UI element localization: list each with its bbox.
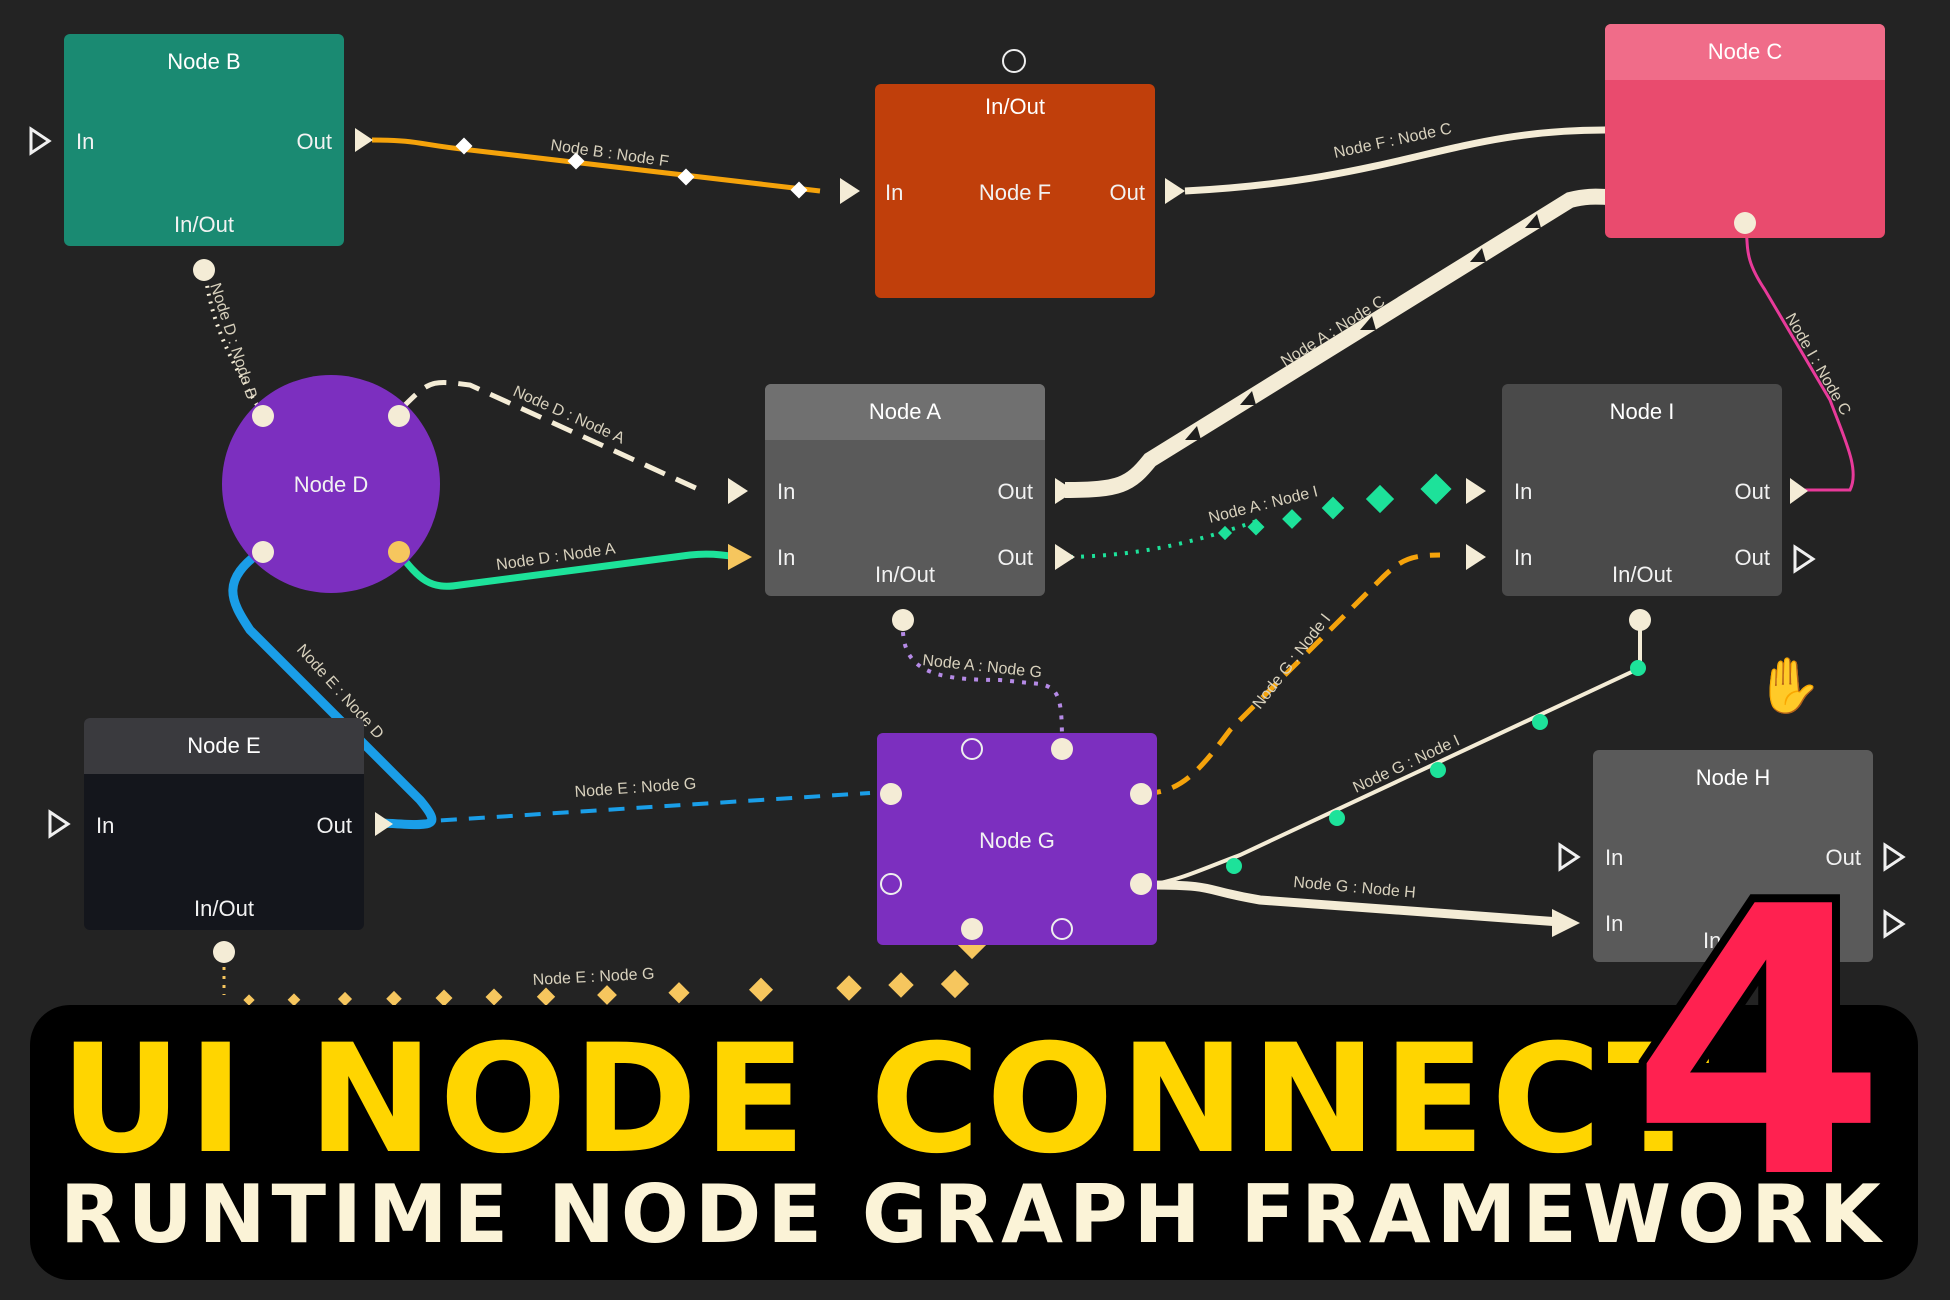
- wire-node-d-node-a-dashed[interactable]: [398, 380, 702, 493]
- node-inout-header: In/Out: [985, 94, 1045, 119]
- port-slot[interactable]: [961, 918, 983, 940]
- inout-label: In/Out: [1612, 562, 1672, 587]
- output-label: Out: [997, 479, 1033, 504]
- wire-diamonds: [455, 137, 808, 199]
- node-b[interactable]: Node B In Out In/Out: [64, 34, 344, 246]
- wire-label: Node A : Node G: [922, 652, 1043, 681]
- inout-label: In/Out: [194, 896, 254, 921]
- output-label: Out: [1109, 180, 1145, 205]
- port-slot[interactable]: [880, 783, 902, 805]
- node-title: Node D: [293, 472, 369, 497]
- port-fills-gold: [728, 544, 752, 570]
- wire-label: Node E : Node G: [532, 966, 655, 989]
- input-label: In: [777, 545, 796, 570]
- port-slot[interactable]: [388, 541, 410, 563]
- wire-diamonds: [1217, 473, 1452, 541]
- port-slot[interactable]: [1051, 738, 1073, 760]
- wire-node-e-node-d[interactable]: [228, 546, 437, 830]
- input-label: In: [1605, 845, 1624, 870]
- wire-label: Node A : Node I: [1207, 483, 1320, 527]
- port-slot[interactable]: [252, 405, 274, 427]
- node-h[interactable]: Node H In Out In In/Out: [1593, 750, 1873, 962]
- wire-node-a-node-i[interactable]: [1069, 518, 1261, 559]
- wire-dots: [1226, 660, 1646, 874]
- node-title: Node H: [1695, 765, 1771, 790]
- inout-label: In/Out: [875, 562, 935, 587]
- wire-node-d-node-b[interactable]: [203, 269, 262, 412]
- port-slot[interactable]: [1130, 873, 1152, 895]
- node-title: Node C: [1605, 24, 1885, 80]
- node-title: Node G: [979, 828, 1055, 853]
- input-label: In: [777, 479, 796, 504]
- wire-label: Node D : Node B: [206, 281, 260, 401]
- node-a[interactable]: Node A In Out In Out In/Out: [765, 384, 1045, 596]
- output-label: Out: [1825, 845, 1861, 870]
- node-c[interactable]: Node C: [1605, 24, 1885, 238]
- port-slot[interactable]: [961, 738, 983, 760]
- wire-node-i-node-c[interactable]: [1744, 224, 1855, 492]
- title-banner: [30, 1005, 1918, 1280]
- wire-node-a-node-g[interactable]: [900, 619, 1064, 746]
- output-label: Out: [316, 813, 352, 838]
- port-slot[interactable]: [880, 873, 902, 895]
- input-label: In: [96, 813, 115, 838]
- wire-node-a-node-c[interactable]: [1064, 188, 1611, 498]
- inout-label: In/Out: [174, 212, 234, 237]
- node-title: Node B: [167, 49, 241, 74]
- banner-subtitle: RUNTIME NODE GRAPH FRAMEWORK: [60, 1168, 1887, 1261]
- input-label: In: [1514, 545, 1533, 570]
- wire-node-d-node-a-solid[interactable]: [395, 549, 736, 590]
- port-slot[interactable]: [388, 405, 410, 427]
- output-label: Out: [1734, 479, 1770, 504]
- hand-cursor-icon: ✋: [1755, 656, 1823, 716]
- wire-direction-marks: [1185, 214, 1541, 440]
- input-label: In: [1605, 911, 1624, 936]
- wire-label: Node G : Node I: [1250, 611, 1335, 713]
- wire-label: Node D : Node A: [510, 383, 627, 448]
- output-label: Out: [997, 545, 1033, 570]
- version-number: 4: [1622, 830, 1895, 1260]
- output-label: Out: [296, 129, 332, 154]
- wire-label: Node I : Node C: [1782, 311, 1854, 419]
- inout-ports: [193, 49, 1651, 963]
- node-d[interactable]: Node D: [222, 375, 440, 593]
- input-label: In: [1514, 479, 1533, 504]
- banner-title: UI NODE CONNECT: [60, 1013, 1716, 1187]
- wire-label: Node G : Node H: [1293, 874, 1417, 902]
- port-slot[interactable]: [1130, 783, 1152, 805]
- wire-label: Node E : Node G: [574, 776, 697, 801]
- node-i[interactable]: Node I In Out In Out In/Out: [1502, 384, 1782, 596]
- wire-node-g-node-h[interactable]: [1149, 880, 1561, 927]
- node-title: Node E: [84, 718, 364, 774]
- node-g[interactable]: Node G: [877, 733, 1157, 945]
- node-title: Node F: [978, 180, 1052, 205]
- output-label: Out: [1734, 545, 1770, 570]
- inout-slot[interactable]: [1734, 212, 1756, 234]
- inout-label: In/Out: [1703, 928, 1763, 953]
- port-slot[interactable]: [1051, 918, 1073, 940]
- wire-node-e-node-g-dashed[interactable]: [384, 791, 871, 826]
- node-title: Node A: [765, 384, 1045, 440]
- wire-node-f-node-c[interactable]: [1184, 126, 1606, 195]
- wire-node-g-node-i-solid[interactable]: [1149, 620, 1642, 887]
- node-title: Node I: [1609, 399, 1675, 424]
- input-label: In: [885, 180, 904, 205]
- input-label: In: [76, 129, 95, 154]
- node-e[interactable]: Node E In Out In/Out: [84, 718, 364, 930]
- port-slot[interactable]: [252, 541, 274, 563]
- arrow-head: [1552, 909, 1580, 937]
- wire-label: Node G : Node I: [1351, 732, 1463, 796]
- wire-node-g-node-i-dashed[interactable]: [1140, 552, 1441, 796]
- node-f[interactable]: In/Out In Node F Out: [875, 84, 1155, 298]
